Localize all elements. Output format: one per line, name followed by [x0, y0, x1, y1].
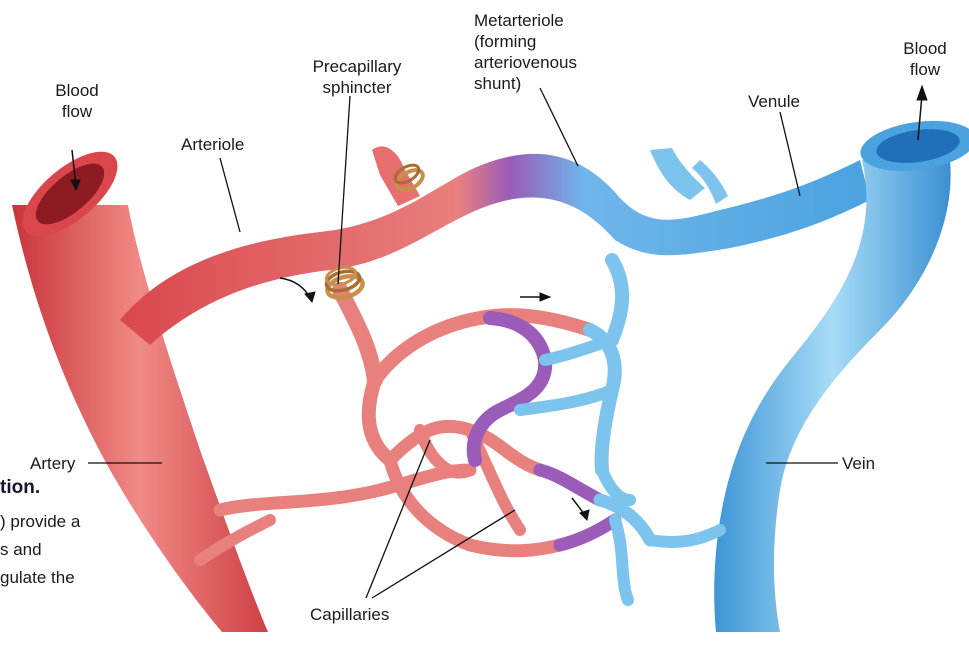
label-metarteriole-line3: arteriovenous	[474, 52, 577, 73]
label-metarteriole: Metarteriole (forming arteriovenous shun…	[474, 10, 577, 94]
label-blood-flow-right-line1: Blood	[892, 38, 958, 59]
capillary-network	[200, 260, 720, 600]
label-metarteriole-line4: shunt)	[474, 73, 577, 94]
label-blood-flow-right: Blood flow	[892, 38, 958, 80]
label-arteriole: Arteriole	[181, 134, 244, 155]
label-artery: Artery	[30, 453, 75, 474]
label-blood-flow-left-line1: Blood	[44, 80, 110, 101]
caption-line3-fragment: s and	[0, 538, 42, 562]
label-blood-flow-left-line2: flow	[44, 101, 110, 122]
leader-arteriole	[220, 158, 240, 232]
leader-metarteriole	[540, 88, 578, 166]
caption-title-fragment: tion.	[0, 476, 40, 500]
label-venule: Venule	[748, 91, 800, 112]
venule-branch	[650, 148, 705, 200]
label-metarteriole-line1: Metarteriole	[474, 10, 577, 31]
leader-venule	[780, 112, 800, 196]
label-capillaries: Capillaries	[310, 604, 389, 625]
caption-line4-fragment: gulate the	[0, 566, 75, 590]
label-vein: Vein	[842, 453, 875, 474]
label-blood-flow-left: Blood flow	[44, 80, 110, 122]
label-precapillary-line2: sphincter	[298, 77, 416, 98]
label-metarteriole-line2: (forming	[474, 31, 577, 52]
label-precapillary-sphincter: Precapillary sphincter	[298, 56, 416, 98]
label-precapillary-line1: Precapillary	[298, 56, 416, 77]
caption-line2-fragment: ) provide a	[0, 510, 80, 534]
label-blood-flow-right-line2: flow	[892, 59, 958, 80]
